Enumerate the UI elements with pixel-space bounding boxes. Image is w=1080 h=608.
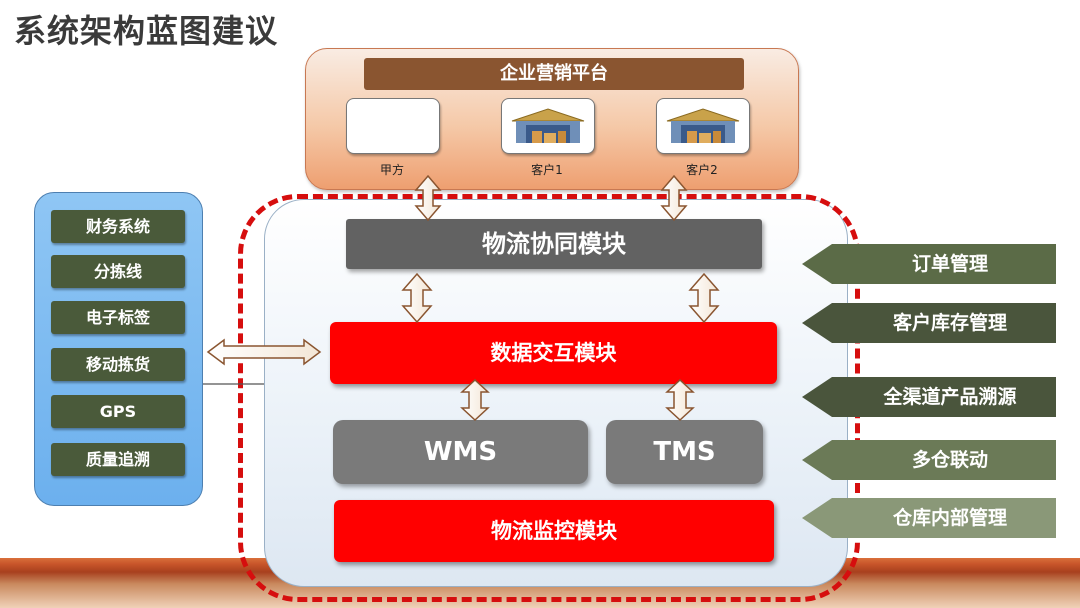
party-box-customer1[interactable] (501, 98, 595, 154)
right-arrow-customer-inventory[interactable]: 客户库存管理 (802, 303, 1056, 343)
platform-title: 企业营销平台 (364, 58, 744, 90)
left-item-sorting-line[interactable]: 分拣线 (51, 255, 185, 288)
right-arrow-traceability[interactable]: 全渠道产品溯源 (802, 377, 1056, 417)
right-arrow-multi-warehouse[interactable]: 多仓联动 (802, 440, 1056, 480)
marketing-platform: 企业营销平台 甲方 客户1 客户2 (305, 48, 799, 190)
party-label-customer1: 客户1 (531, 163, 563, 177)
party-box-client[interactable] (346, 98, 440, 154)
logistics-collaboration-module[interactable]: 物流协同模块 (346, 219, 762, 269)
left-item-mobile-picking[interactable]: 移动拣货 (51, 348, 185, 381)
left-item-e-label[interactable]: 电子标签 (51, 301, 185, 334)
left-item-quality-trace[interactable]: 质量追溯 (51, 443, 185, 476)
arrow-collab-exchange-right (688, 272, 720, 324)
left-item-finance[interactable]: 财务系统 (51, 210, 185, 243)
left-item-gps[interactable]: GPS (51, 395, 185, 428)
logistics-monitoring-module[interactable]: 物流监控模块 (334, 500, 774, 562)
right-arrow-order-mgmt[interactable]: 订单管理 (802, 244, 1056, 284)
page-title: 系统架构蓝图建议 (14, 12, 279, 50)
party-box-customer2[interactable] (656, 98, 750, 154)
arrow-client-collab (414, 174, 442, 222)
arrow-exchange-wms (460, 378, 490, 422)
wms-module[interactable]: WMS (333, 420, 588, 484)
party-label-client: 甲方 (379, 163, 404, 177)
arrow-left-panel-exchange (206, 338, 322, 366)
data-exchange-module[interactable]: 数据交互模块 (330, 322, 777, 384)
arrow-customer-collab (660, 174, 688, 222)
arrow-exchange-tms (665, 378, 695, 422)
external-systems-panel: 财务系统 分拣线 电子标签 移动拣货 GPS 质量追溯 (34, 192, 203, 506)
arrow-collab-exchange-left (401, 272, 433, 324)
right-arrow-warehouse-internal[interactable]: 仓库内部管理 (802, 498, 1056, 538)
party-label-customer2: 客户2 (686, 163, 718, 177)
tms-module[interactable]: TMS (606, 420, 763, 484)
warehouse-icon (666, 108, 740, 143)
warehouse-icon (511, 108, 585, 143)
